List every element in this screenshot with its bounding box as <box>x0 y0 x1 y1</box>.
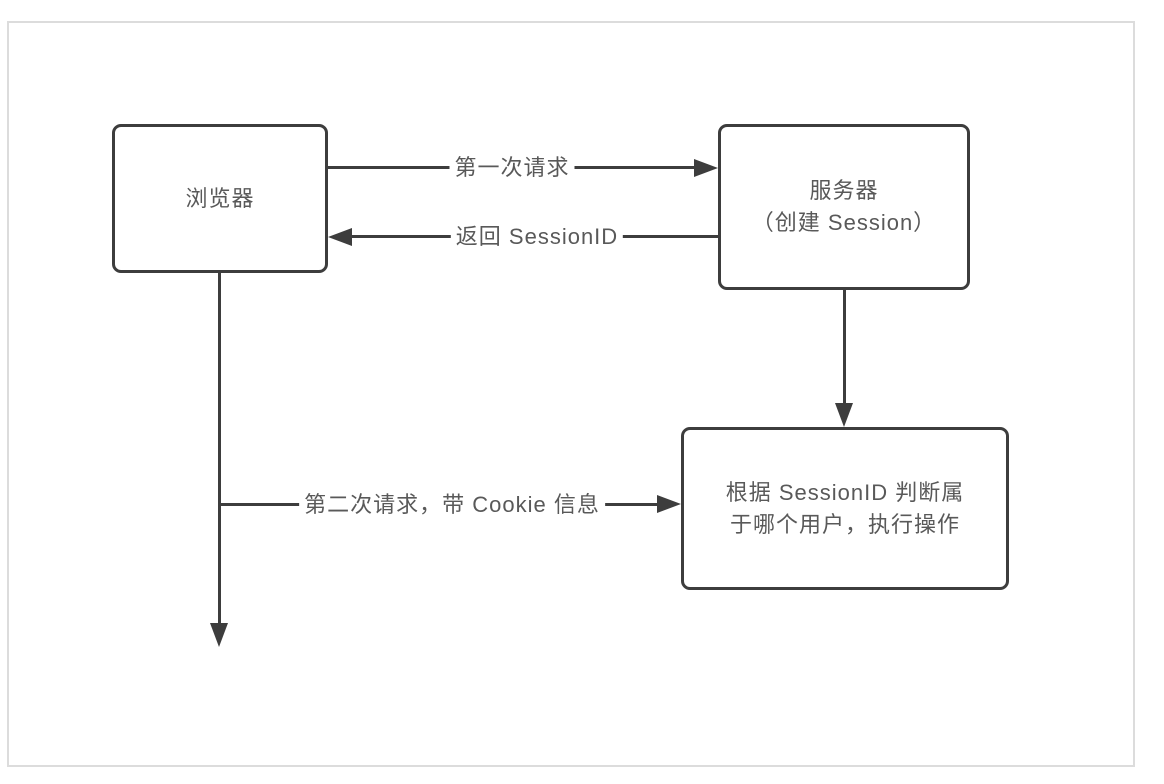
node-session-handler: 根据 SessionID 判断属 于哪个用户，执行操作 <box>681 427 1009 590</box>
edge-second-request-label: 第二次请求，带 Cookie 信息 <box>299 492 605 518</box>
node-server: 服务器 （创建 Session） <box>718 124 970 290</box>
edge-browser-timeline-line <box>218 273 221 623</box>
node-session-handler-label-line1: 根据 SessionID 判断属 <box>725 479 965 505</box>
arrowhead-down-icon <box>210 623 228 647</box>
arrowhead-right-icon <box>694 159 718 177</box>
arrowhead-down-icon <box>835 403 853 427</box>
node-browser: 浏览器 <box>112 124 328 273</box>
node-session-handler-label-line2: 于哪个用户，执行操作 <box>729 511 960 537</box>
edge-create-session-line <box>843 290 846 405</box>
arrowhead-left-icon <box>328 228 352 246</box>
edge-first-request-label: 第一次请求 <box>449 155 575 181</box>
node-browser-label: 浏览器 <box>185 185 255 211</box>
edge-return-sessionid-label: 返回 SessionID <box>450 224 624 250</box>
node-server-label-line1: 服务器 <box>809 178 879 203</box>
arrowhead-right-icon <box>657 495 681 513</box>
node-server-label-line2: （创建 Session） <box>751 210 937 235</box>
